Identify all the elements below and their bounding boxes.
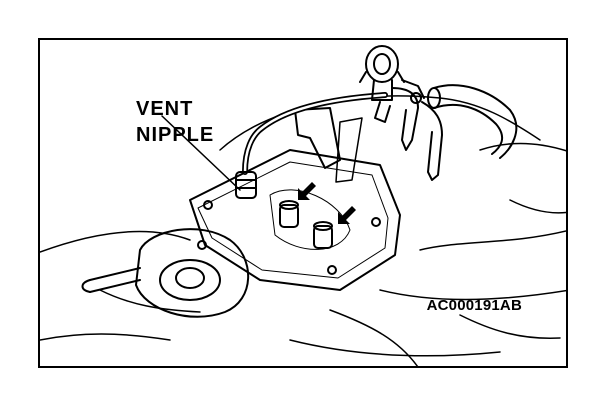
figure-code: AC000191AB [426, 297, 522, 314]
throttle-body [81, 228, 250, 318]
direction-arrows [298, 182, 356, 224]
callout-leader [161, 115, 241, 191]
hand-pump [359, 45, 443, 181]
callout-label-line-2: NIPPLE [136, 124, 215, 146]
figure-frame: VENT NIPPLE AC000191AB [38, 38, 568, 368]
throttle-body-illustration [40, 45, 566, 366]
engine-contours [40, 95, 566, 366]
bracket [294, 107, 363, 183]
right-hose [427, 84, 518, 159]
callout-label-line-1: VENT [136, 98, 194, 120]
manifold-plate [189, 149, 401, 291]
vacuum-caps [269, 189, 351, 250]
vent-nipple-hose [235, 92, 388, 199]
